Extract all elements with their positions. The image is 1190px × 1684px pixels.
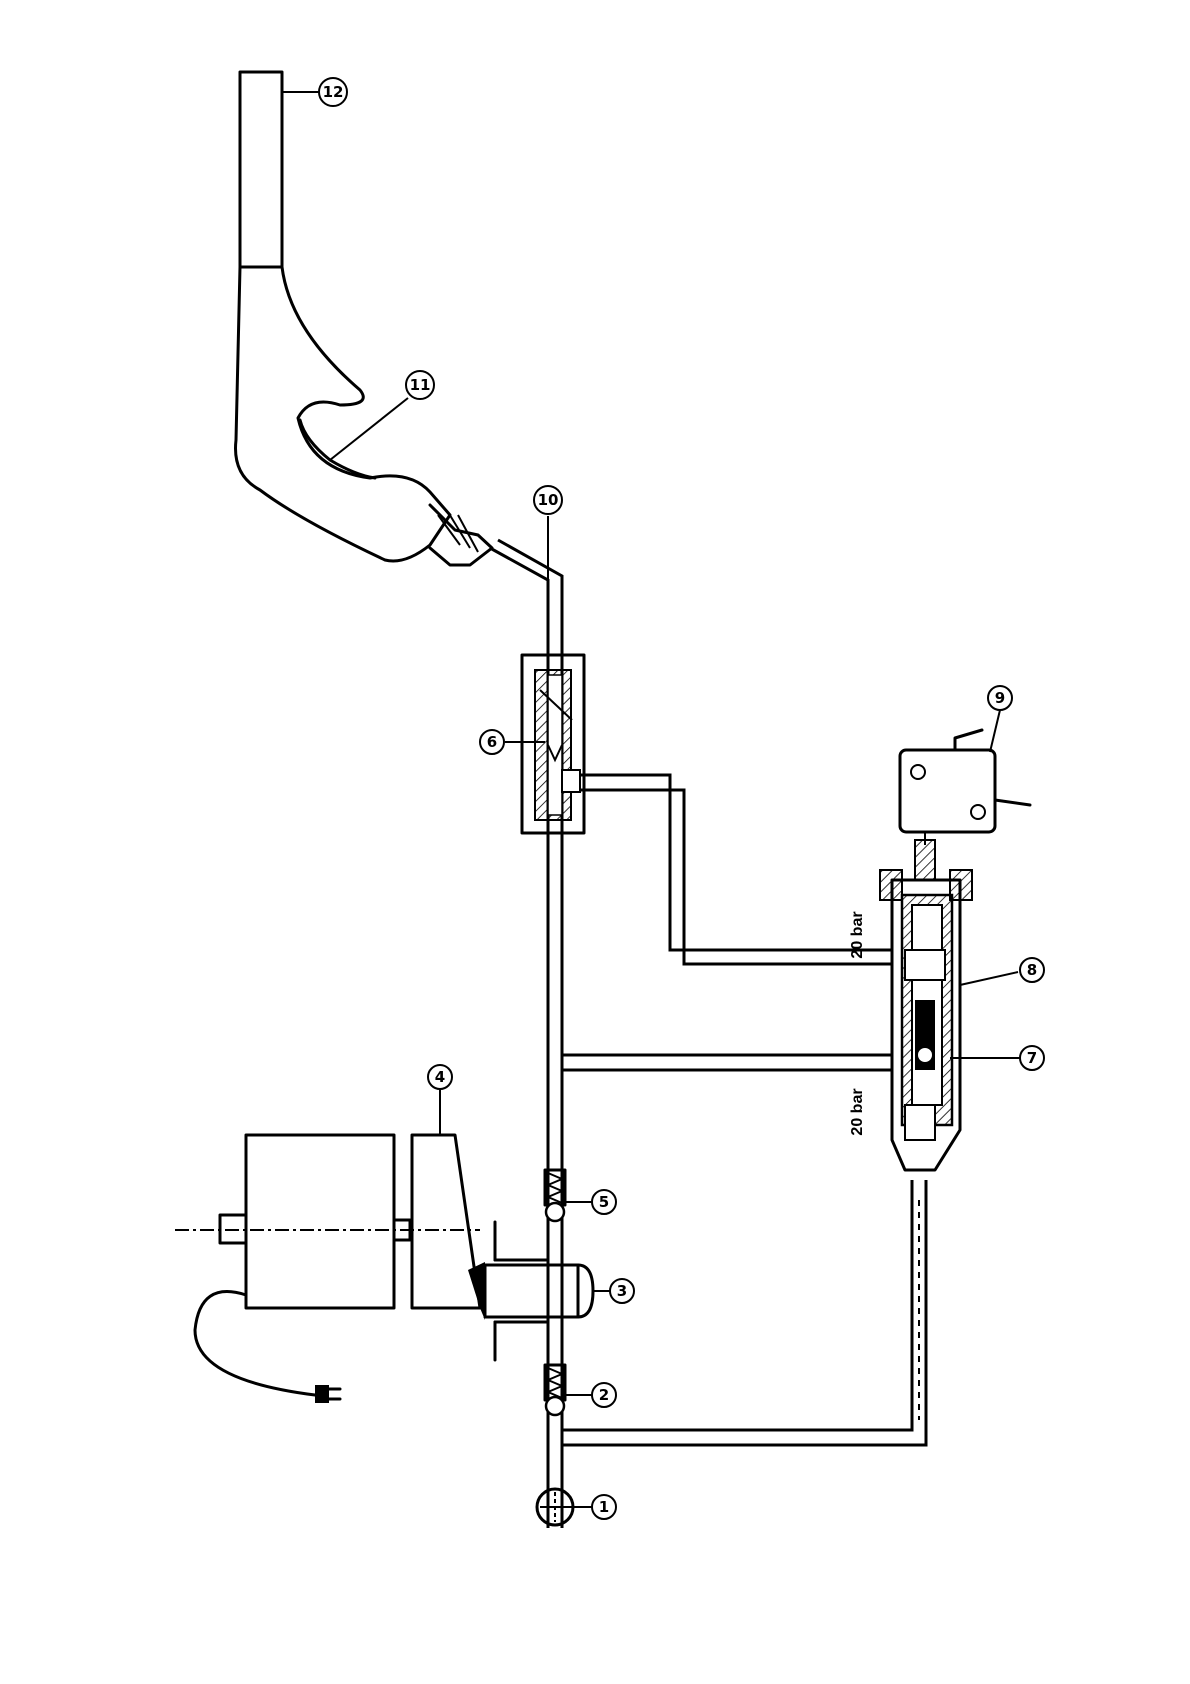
svg-text:7: 7	[1027, 1049, 1037, 1067]
pressure-label-upper: 20 bar	[849, 911, 866, 958]
pump-piston	[485, 1222, 593, 1360]
callout-11: 11	[406, 371, 434, 399]
callout-12: 12	[319, 78, 347, 106]
callout-7: 7	[1020, 1046, 1044, 1070]
callout-2: 2	[592, 1383, 616, 1407]
svg-text:8: 8	[1027, 961, 1037, 979]
svg-text:9: 9	[995, 689, 1005, 707]
callout-1: 1	[592, 1495, 616, 1519]
svg-text:11: 11	[410, 376, 431, 394]
gun-hose	[490, 540, 562, 590]
svg-text:12: 12	[323, 83, 344, 101]
return-line	[562, 1180, 926, 1445]
microswitch	[900, 730, 1030, 845]
callout-10: 10	[534, 486, 562, 514]
svg-text:2: 2	[599, 1386, 609, 1404]
callout-3: 3	[610, 1279, 634, 1303]
callout-5: 5	[592, 1190, 616, 1214]
svg-text:1: 1	[599, 1498, 609, 1516]
svg-text:4: 4	[435, 1068, 445, 1086]
pressure-label-lower: 20 bar	[849, 1088, 866, 1135]
branch-line-lower	[562, 1055, 892, 1070]
callout-6: 6	[480, 730, 504, 754]
injector	[522, 655, 584, 833]
swash-plate	[412, 1135, 485, 1320]
callout-8: 8	[1020, 958, 1044, 982]
svg-text:3: 3	[617, 1282, 627, 1300]
svg-text:10: 10	[538, 491, 559, 509]
callout-4: 4	[428, 1065, 452, 1089]
unloader-valve	[880, 840, 972, 1170]
motor-housing	[175, 1135, 480, 1308]
svg-text:6: 6	[487, 733, 497, 751]
svg-text:5: 5	[599, 1193, 609, 1211]
spray-gun	[236, 72, 493, 565]
callout-9: 9	[988, 686, 1012, 710]
branch-line-upper	[576, 775, 892, 964]
inlet-filter	[537, 1489, 573, 1525]
